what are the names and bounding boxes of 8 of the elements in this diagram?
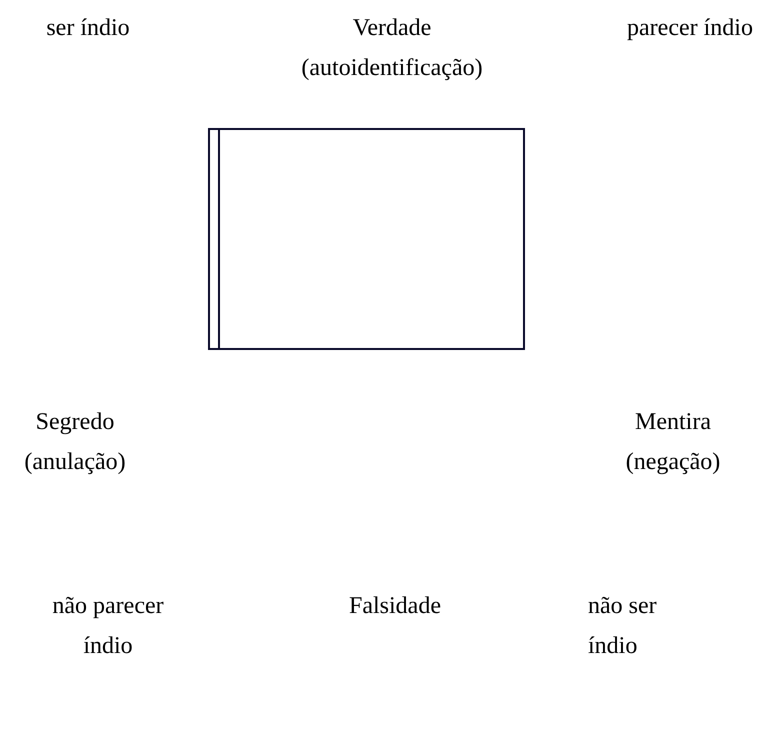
term-label: parecer índio [627,15,753,41]
term-label: Mentira (negação) [626,409,720,475]
term-label: ser índio [46,15,130,41]
term-label: Segredo (anulação) [24,409,126,475]
term-label: não ser índio [588,593,657,659]
term-label: Falsidade [349,593,441,619]
term-label: não parecer índio [52,593,164,659]
term-label: Verdade (autoidentificação) [301,15,483,81]
